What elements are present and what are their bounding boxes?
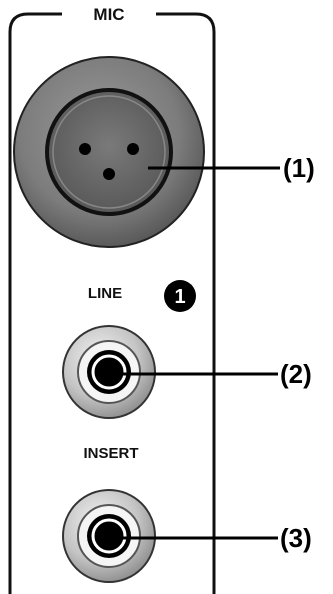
- panel-outline: [8, 12, 216, 594]
- xlr-pin: [79, 143, 91, 155]
- line-jack[interactable]: [62, 325, 156, 419]
- callout-label-2: (2): [280, 359, 312, 389]
- xlr-pin: [103, 168, 115, 180]
- callout-label-3: (3): [280, 523, 312, 553]
- insert-jack[interactable]: [62, 489, 156, 583]
- svg-text:1: 1: [174, 286, 185, 308]
- xlr-pin: [127, 143, 139, 155]
- xlr-mic-input[interactable]: [13, 56, 205, 248]
- callout-label-1: (1): [283, 153, 315, 183]
- mic-section-label: MIC: [93, 5, 124, 24]
- channel-number-badge: 1: [164, 280, 196, 312]
- insert-jack-label: INSERT: [83, 445, 138, 462]
- line-jack-label: LINE: [88, 285, 122, 302]
